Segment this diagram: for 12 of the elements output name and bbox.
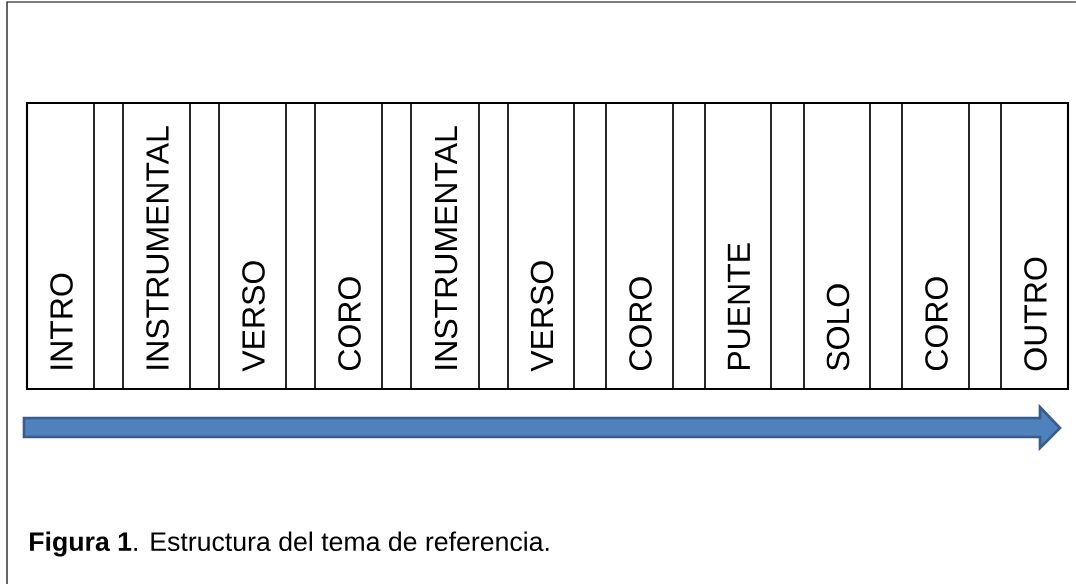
section-cell: VERSO <box>507 102 575 390</box>
section-cell: CORO <box>901 102 970 390</box>
section-cell: PUENTE <box>704 102 772 390</box>
section-cell: SOLO <box>803 102 871 390</box>
section-cell: OUTRO <box>1000 102 1069 390</box>
section-cell: VERSO <box>218 102 287 390</box>
section-cell: CORO <box>314 102 383 390</box>
node-label: INTRO <box>50 273 73 369</box>
caption: Figura 1. Estructura del tema de referencia. <box>30 531 549 557</box>
section-cell: INSTRUMENTAL <box>410 102 480 390</box>
section-cell: CORO <box>605 102 674 390</box>
section-cell: INSTRUMENTAL <box>122 102 191 390</box>
